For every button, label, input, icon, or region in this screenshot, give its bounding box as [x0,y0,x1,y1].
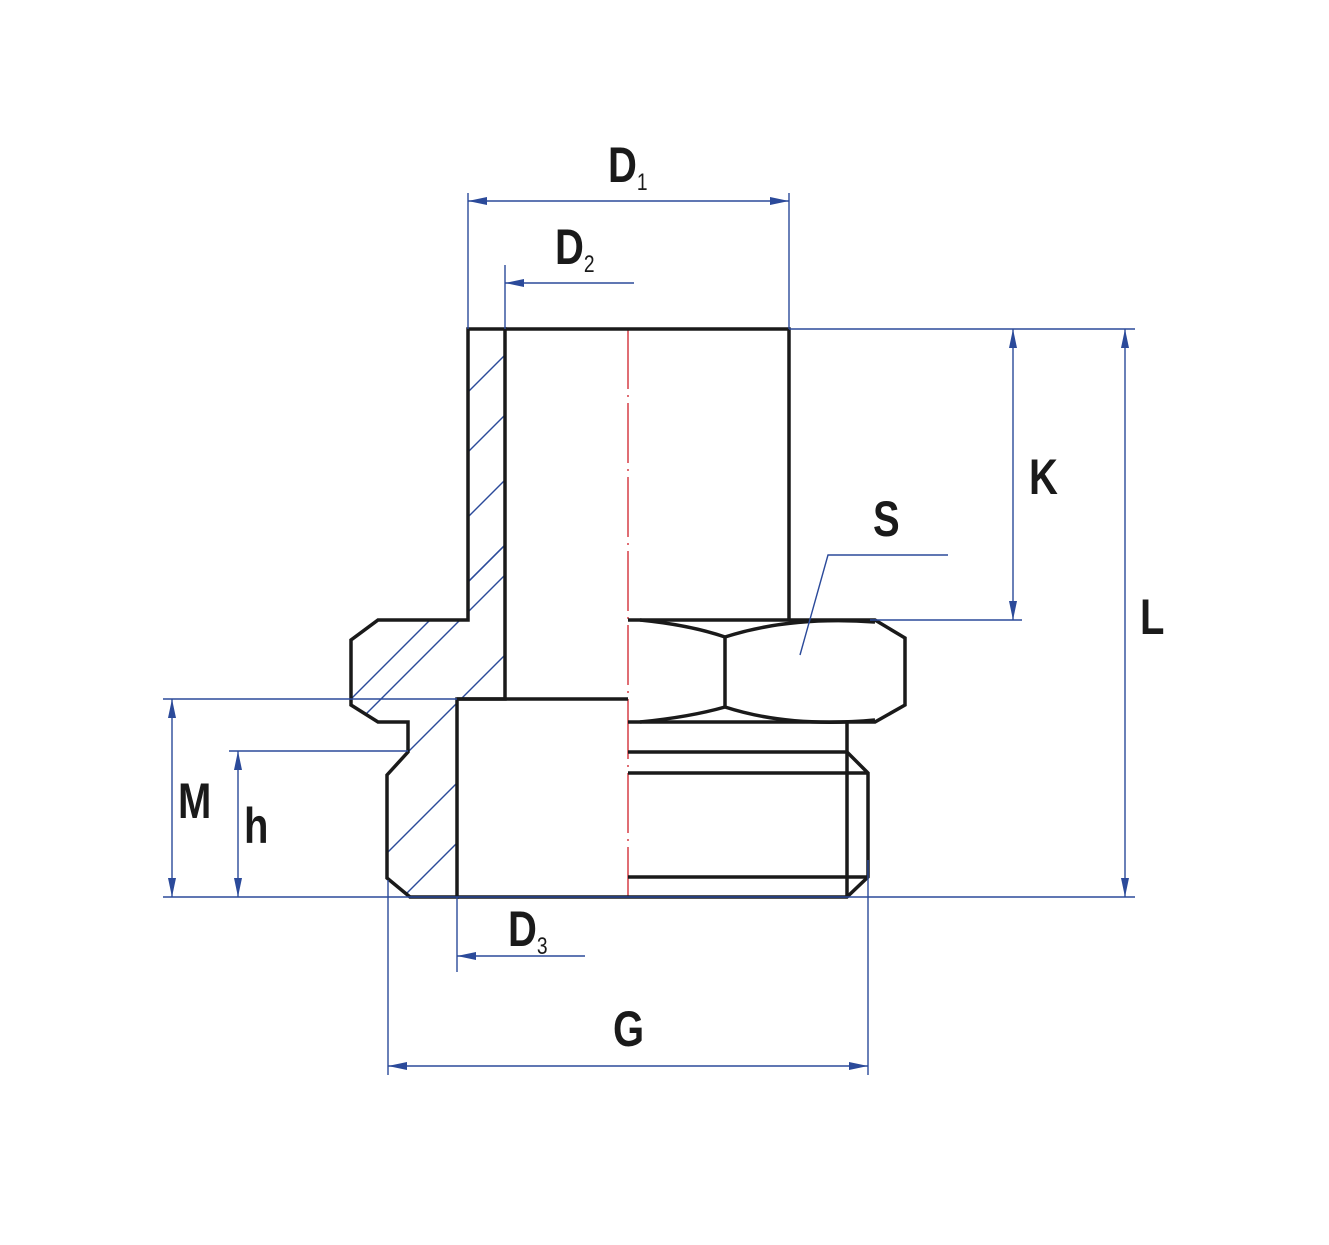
label-l: L [1140,589,1164,645]
label-d3: D3 [508,901,548,960]
svg-text:D2: D2 [555,219,595,278]
svg-text:D1: D1 [608,137,648,196]
svg-text:D3: D3 [508,901,548,960]
label-m: M [178,773,211,829]
label-d2: D2 [555,219,595,278]
label-g: G [613,1001,644,1057]
label-k: K [1029,449,1058,505]
external-view [628,327,907,899]
dimension-lines [163,193,1135,1075]
label-d1: D1 [608,137,648,196]
label-s: S [873,491,900,547]
label-h: h [244,798,268,854]
